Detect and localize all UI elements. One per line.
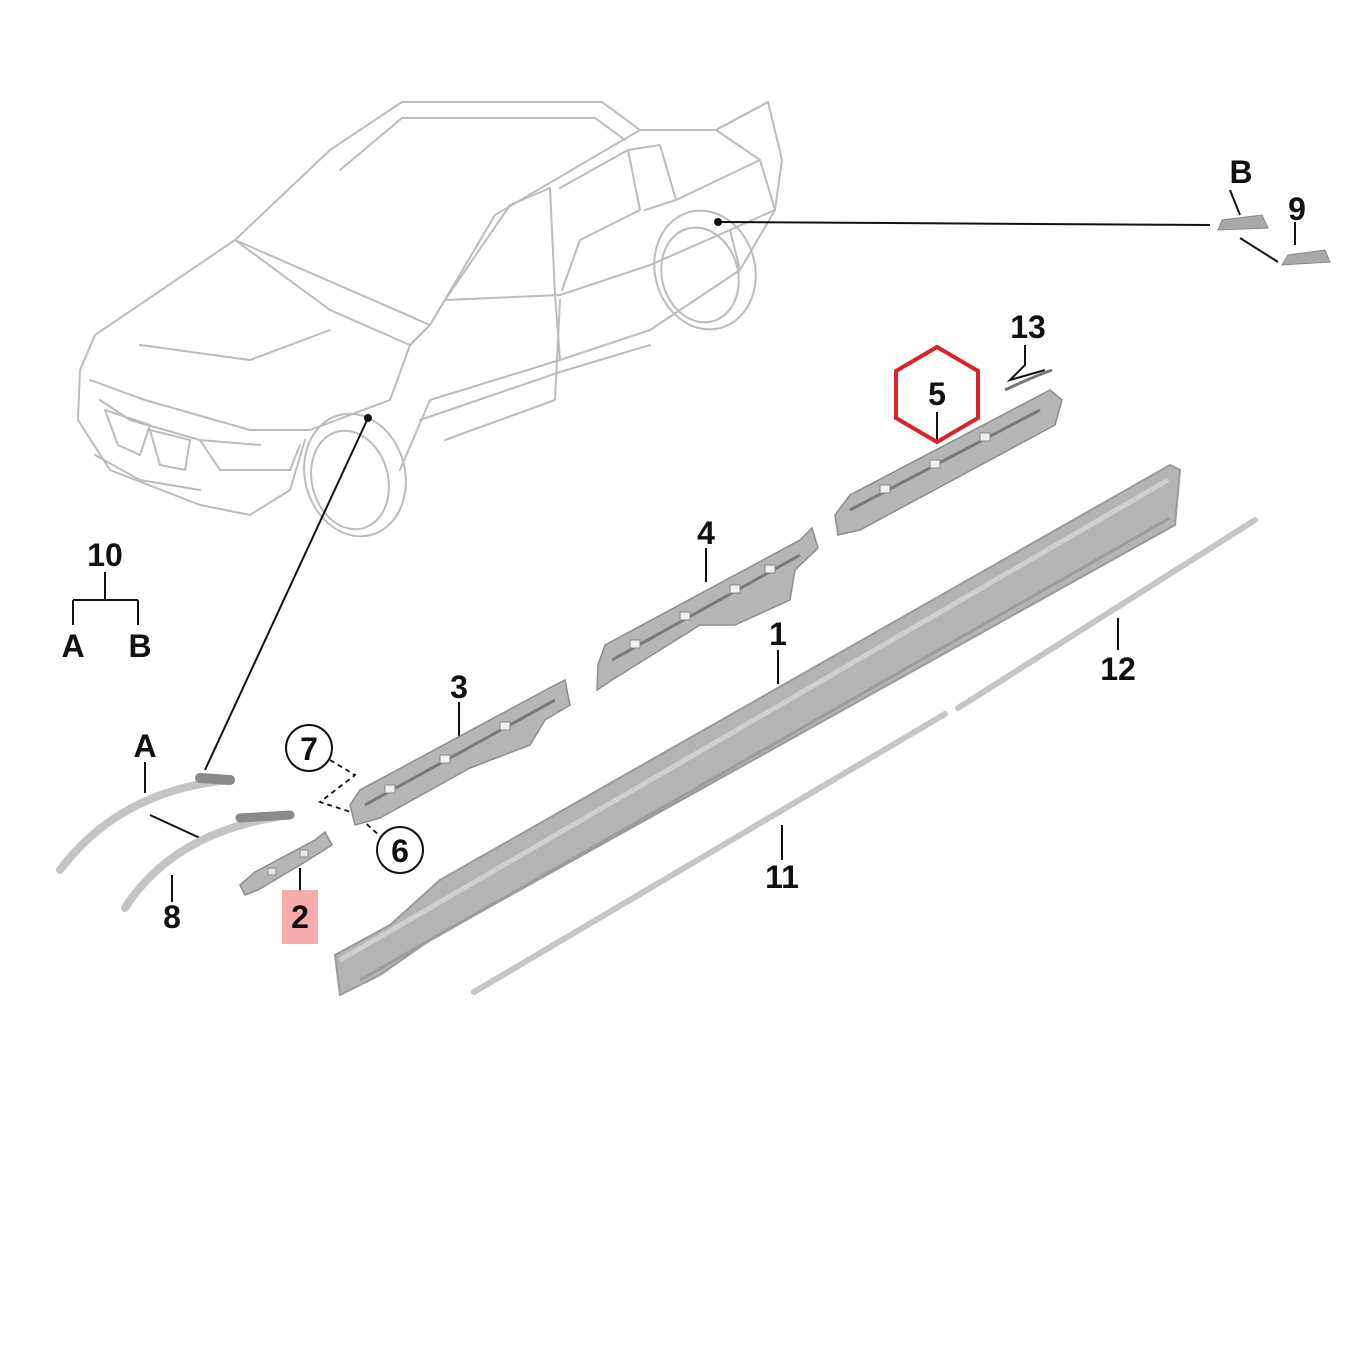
rear-arch-leader	[717, 221, 1211, 226]
label-part-5: 5	[928, 376, 946, 412]
label-ref-a: A	[133, 728, 156, 764]
label-part-12: 12	[1100, 651, 1136, 687]
label-ref-b: B	[1229, 154, 1252, 190]
trim-strip-lower	[471, 711, 948, 995]
ref-b-leader	[1229, 189, 1241, 216]
side-sill-panel	[333, 463, 1182, 997]
label-part-11: 11	[765, 859, 799, 895]
rear-bracket	[834, 389, 1063, 536]
wheel-arch-trim-a	[56, 776, 234, 874]
middle-bracket	[596, 526, 819, 692]
label-part-10: 10	[87, 537, 123, 573]
part-6-circle	[376, 826, 424, 874]
front-bracket	[349, 678, 571, 826]
ref-b-9-link	[1239, 237, 1279, 263]
label-part-9: 9	[1288, 191, 1306, 227]
retainer-clip-13	[1004, 368, 1053, 392]
arch-link-line	[149, 814, 201, 839]
label-tree-a: A	[61, 628, 84, 664]
label-part-4: 4	[697, 515, 715, 551]
part-7-dashed-leader	[318, 759, 361, 816]
label-part-2: 2	[291, 899, 309, 935]
leader-lines	[72, 189, 1296, 902]
clip-bracket	[239, 830, 333, 896]
highlight-hexagon	[894, 344, 980, 445]
label-part-6: 6	[391, 833, 409, 869]
label-part-3: 3	[450, 669, 468, 705]
label-part-1: 1	[769, 616, 787, 652]
front-arch-leader	[204, 417, 369, 771]
label-part-13: 13	[1010, 309, 1046, 345]
label-tree-b: B	[128, 628, 151, 664]
trim-strip-upper	[955, 517, 1258, 711]
part-7-circle	[285, 724, 333, 772]
part-13-leader	[1006, 345, 1046, 383]
highlight-box	[282, 890, 318, 944]
rear-arch-pad-b	[1217, 214, 1269, 231]
label-part-7: 7	[300, 731, 318, 767]
callout-labels: 1 2 3 4 5 6 7 8 9 10 A B 11 12 13 A B	[61, 154, 1305, 935]
wheel-arch-trim-8	[121, 811, 294, 912]
rear-arch-pad-9	[1281, 249, 1331, 266]
label-part-8: 8	[163, 899, 181, 935]
car-outline	[77, 101, 783, 538]
